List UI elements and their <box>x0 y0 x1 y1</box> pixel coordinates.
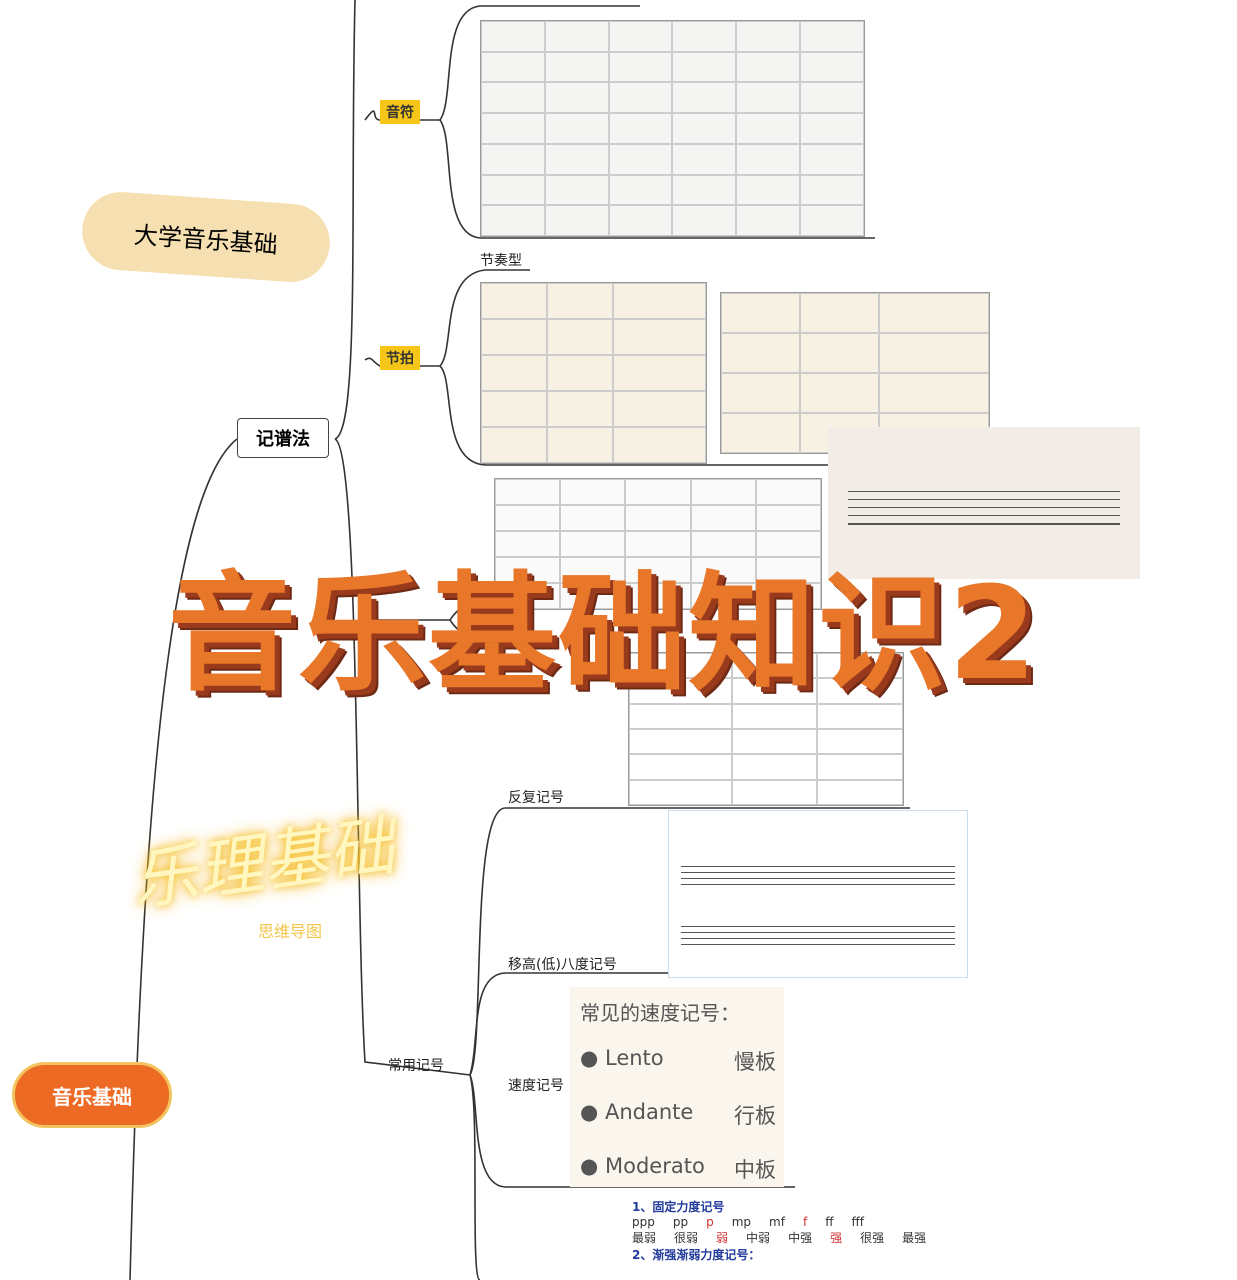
tempo-cn: 中板 <box>734 1158 776 1182</box>
rhythm-table-image-1 <box>480 282 707 464</box>
node-notes[interactable]: 音符 <box>380 100 420 124</box>
watermark-subtitle: 思维导图 <box>258 922 323 941</box>
tempo-item: ● Andante 行板 <box>580 1100 776 1130</box>
note-values-table-image <box>480 20 865 237</box>
tempo-cn: 慢板 <box>734 1050 776 1074</box>
dynamics-heading-1: 1、固定力度记号 <box>632 1200 725 1214</box>
dynamics-heading-2: 2、渐强渐弱力度记号： <box>632 1248 761 1262</box>
tempo-term: ● Moderato <box>580 1154 705 1178</box>
node-common-marks[interactable]: 常用记号 <box>388 1058 444 1074</box>
tempo-heading: 常见的速度记号： <box>580 1001 740 1025</box>
tempo-cn: 行板 <box>734 1104 776 1128</box>
root-node[interactable]: 音乐基础 <box>12 1062 172 1128</box>
dynamics-meanings-row: 最弱很弱弱中弱中强强很强最强 <box>632 1231 927 1245</box>
repeat-table-image <box>628 652 904 806</box>
octave-staff-image <box>668 810 968 978</box>
tempo-card: 常见的速度记号： ● Lento 慢板 ● Andante 行板 ● Moderat… <box>570 987 784 1187</box>
node-rhythm[interactable]: 节奏型 <box>480 253 522 269</box>
rest-table-image <box>494 478 822 610</box>
node-tempo[interactable]: 速度记号 <box>508 1078 564 1094</box>
tempo-item: ● Lento 慢板 <box>580 1046 776 1076</box>
node-beat[interactable]: 节拍 <box>380 346 420 370</box>
tempo-item: ● Moderato 中板 <box>580 1154 776 1184</box>
node-notation[interactable]: 记谱法 <box>237 418 329 458</box>
tempo-term: ● Lento <box>580 1046 664 1070</box>
tempo-term: ● Andante <box>580 1100 694 1124</box>
staff-image <box>828 427 1140 579</box>
node-octave[interactable]: 移高(低)八度记号 <box>508 957 617 973</box>
node-repeat[interactable]: 反复记号 <box>508 790 564 806</box>
bubble-text: 大学音乐基础 <box>133 220 279 259</box>
overlay-title: 音乐基础知识2 <box>168 560 1040 709</box>
